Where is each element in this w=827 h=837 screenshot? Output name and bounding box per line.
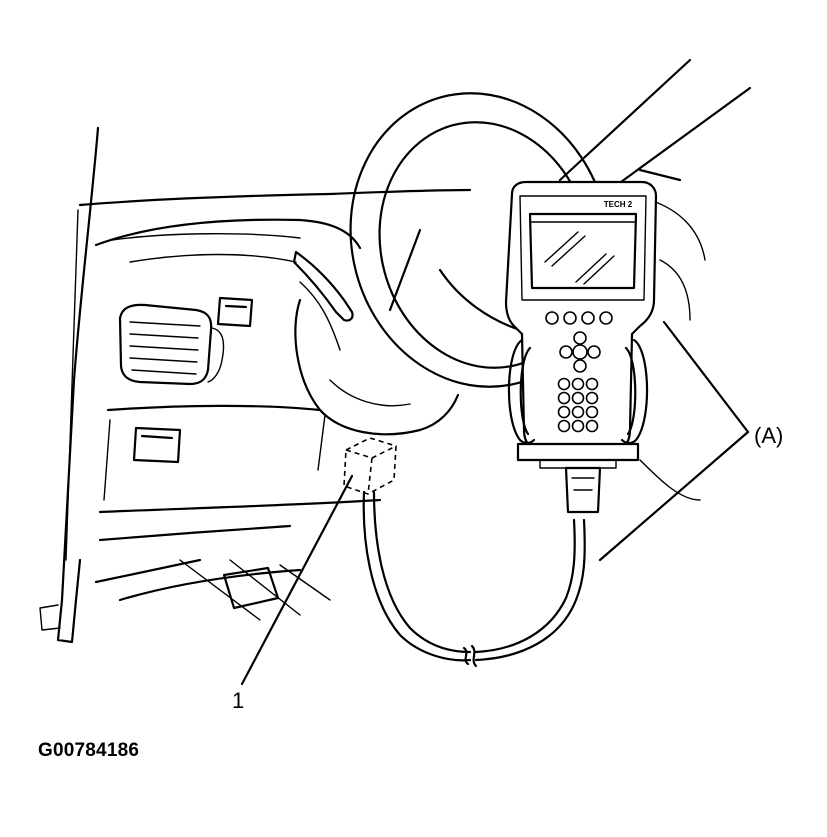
diagnostic-connector bbox=[343, 437, 397, 495]
tool-keypad bbox=[557, 377, 599, 433]
leader-line-1 bbox=[240, 474, 354, 686]
stalk-lever bbox=[292, 250, 354, 322]
lower-switch bbox=[132, 426, 182, 464]
door-edge bbox=[39, 209, 79, 631]
tech2-scan-tool: TECH 2 bbox=[504, 180, 658, 469]
tool-grip-left bbox=[507, 338, 536, 445]
device-brand-label: TECH 2 bbox=[604, 200, 633, 209]
plug-detail bbox=[571, 477, 595, 491]
leader-line-a-lower bbox=[598, 430, 750, 562]
door-pillar bbox=[56, 126, 100, 644]
diagnostic-cable-inner bbox=[372, 490, 472, 654]
windshield-lines bbox=[558, 58, 752, 192]
stalk-shadow bbox=[299, 281, 341, 351]
floor-lines bbox=[179, 559, 331, 621]
dash-trim-line bbox=[111, 233, 301, 263]
lower-dash-trim bbox=[103, 414, 326, 501]
column-detail bbox=[329, 379, 411, 407]
figure-identifier: G00784186 bbox=[38, 740, 140, 761]
kick-panel bbox=[94, 524, 302, 602]
diagnostic-cable bbox=[362, 490, 472, 662]
diagnostic-cable-right-inner bbox=[474, 518, 576, 654]
dashboard-upper-panel bbox=[94, 218, 362, 250]
lower-dash bbox=[98, 404, 382, 514]
steering-column bbox=[294, 298, 460, 436]
callout-label-1: 1 bbox=[232, 688, 245, 713]
tool-screen bbox=[528, 212, 638, 290]
pedal bbox=[222, 566, 280, 610]
cable-break bbox=[462, 644, 478, 668]
right-dash bbox=[639, 199, 706, 501]
tool-bottom-bar bbox=[516, 442, 640, 462]
tool-grip-right bbox=[620, 338, 649, 445]
dash-switch bbox=[216, 296, 254, 328]
dashboard-top bbox=[78, 188, 472, 207]
diagnostic-cable-right bbox=[474, 518, 586, 662]
callout-label-a: (A) bbox=[754, 423, 784, 448]
air-vent bbox=[118, 303, 225, 386]
leader-line-a-upper bbox=[662, 320, 750, 434]
